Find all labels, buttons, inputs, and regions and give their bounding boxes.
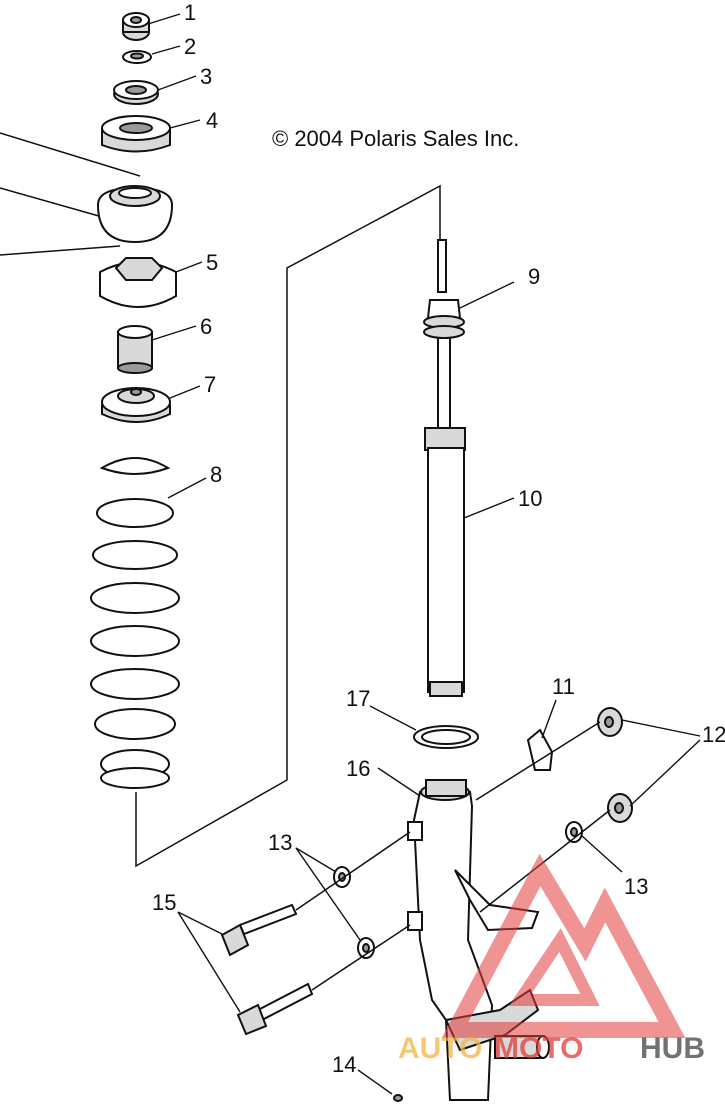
callout-9: 9 xyxy=(528,264,540,289)
watermark-logo xyxy=(441,853,686,1038)
assembly-reference-line xyxy=(135,184,441,868)
part-12-nut-lower xyxy=(607,793,633,823)
callout-5: 5 xyxy=(206,250,218,275)
bolt-axis-line xyxy=(295,831,411,911)
part-6-spacer xyxy=(117,325,153,374)
part-11-clip xyxy=(526,728,554,771)
callout-2: 2 xyxy=(184,34,196,59)
reference-line xyxy=(0,245,121,256)
part-10-shock-body xyxy=(424,337,466,697)
part-4-upper-mount xyxy=(101,115,171,153)
callout-3: 3 xyxy=(200,64,212,89)
callout-14: 14 xyxy=(332,1052,356,1077)
callout-13-right: 13 xyxy=(624,874,648,899)
copyright-text: © 2004 Polaris Sales Inc. xyxy=(272,126,519,151)
part-17-o-ring xyxy=(413,725,479,749)
part-7-spring-retainer xyxy=(101,387,171,423)
part-15-bolt-lower xyxy=(236,982,314,1036)
callout-16: 16 xyxy=(346,756,370,781)
part-3-washer xyxy=(113,80,159,105)
callout-8: 8 xyxy=(210,462,222,487)
watermark-moto: MOTO xyxy=(494,1032,583,1065)
callout-11: 11 xyxy=(552,674,575,699)
callout-13-left: 13 xyxy=(268,830,292,855)
watermark-text: AUTO MOTO HUB xyxy=(398,1032,705,1065)
callout-6: 6 xyxy=(200,314,212,339)
callout-7: 7 xyxy=(204,372,216,397)
watermark-auto: AUTO xyxy=(398,1032,482,1065)
callout-10: 10 xyxy=(518,486,542,511)
reference-line xyxy=(0,132,141,177)
upper-spring-seat xyxy=(96,185,174,244)
part-2-washer xyxy=(122,50,152,64)
callout-12: 12 xyxy=(702,722,725,747)
part-8-coil-spring xyxy=(90,457,180,789)
part-14-grease-fitting xyxy=(393,1094,403,1102)
part-13-washer-left-upper xyxy=(333,866,351,888)
part-9-shock-top xyxy=(423,239,465,339)
callout-15: 15 xyxy=(152,890,176,915)
part-12-nut-upper xyxy=(597,707,623,737)
callout-1: 1 xyxy=(184,0,196,25)
part-5-bump-stop xyxy=(99,257,177,308)
callout-4: 4 xyxy=(206,108,218,133)
part-15-bolt-upper xyxy=(220,903,298,957)
part-1-nut xyxy=(122,12,150,41)
callout-17: 17 xyxy=(346,686,370,711)
bolt-axis-line xyxy=(479,809,611,913)
bolt-axis-line xyxy=(475,721,601,801)
watermark-hub: HUB xyxy=(640,1032,705,1065)
bolt-axis-line xyxy=(311,924,411,991)
